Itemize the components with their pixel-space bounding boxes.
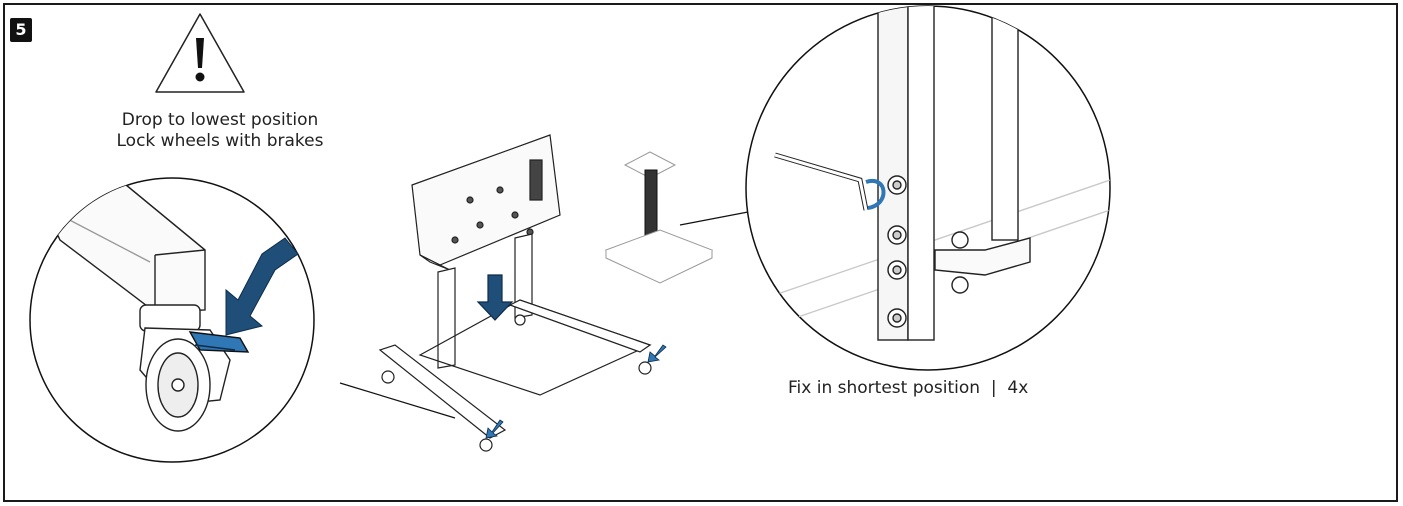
instruction-panel	[3, 3, 1398, 502]
mobile-stand-illustration	[378, 134, 667, 452]
step-number-badge: 5	[10, 18, 32, 42]
shelf-illustration	[604, 151, 714, 284]
column-lock-detail-circle	[745, 5, 1111, 371]
warning-line-2: Lock wheels with brakes	[116, 131, 324, 151]
warning-line-1: Drop to lowest position	[121, 110, 319, 130]
warning-note: Drop to lowest position Lock wheels with…	[70, 110, 370, 152]
fix-caption: Fix in shortest position | 4x	[788, 378, 1029, 398]
warning-triangle-icon	[155, 13, 245, 93]
caster-detail-circle	[29, 177, 315, 463]
